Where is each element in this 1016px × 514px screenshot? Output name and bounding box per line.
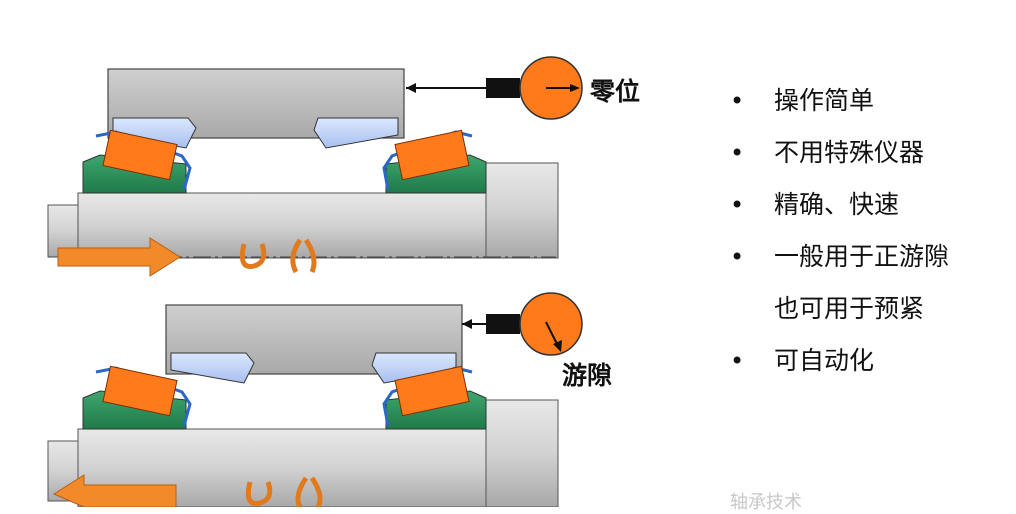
gauge-stem	[486, 78, 520, 98]
list-item: • 精确、快速	[730, 188, 1010, 240]
list-item: • 可自动化	[730, 344, 1010, 396]
gauge-arm-tip-b	[462, 319, 472, 329]
outer-ring-left-b	[170, 352, 255, 384]
list-item: • 一般用于正游隙	[730, 240, 1010, 292]
bullet-dot: •	[730, 87, 745, 115]
shaft-right-b	[485, 399, 559, 507]
bullet-dot: •	[730, 347, 745, 375]
rotate-arrows-b	[245, 476, 323, 507]
label-clearance: 游隙	[562, 361, 613, 390]
roller-left	[102, 129, 178, 181]
bullet-dot: •	[730, 243, 745, 271]
list-item-text: 精确、快速	[774, 190, 900, 219]
bullet-dot: •	[730, 191, 745, 219]
list-item: • 不用特殊仪器	[730, 136, 1010, 188]
gauge-arm-tip	[406, 83, 416, 93]
roller-left-b	[102, 365, 178, 417]
dial-gauge-bottom	[519, 292, 583, 356]
label-zero-position: 零位	[590, 77, 641, 106]
cage-left	[95, 130, 192, 191]
list-item-text: 操作简单	[774, 86, 875, 115]
list-item: 也可用于预紧	[730, 292, 1010, 344]
list-item-text: 一般用于正游隙	[774, 242, 950, 271]
list-item: • 操作简单	[730, 84, 1010, 136]
gauge-stem-b	[486, 314, 520, 334]
feature-list: • 操作简单 • 不用特殊仪器 • 精确、快速 • 一般用于正游隙 也可用于预紧…	[730, 84, 1010, 396]
list-item-text: 也可用于预紧	[774, 294, 925, 323]
roller-right	[394, 129, 470, 181]
roller-right-b	[394, 365, 470, 417]
shaft-right	[485, 162, 559, 259]
bottom-assembly	[47, 292, 583, 507]
watermark: 轴承技术	[730, 492, 802, 513]
shaft	[77, 192, 489, 259]
dial-pointer-clearance-tip	[553, 340, 562, 352]
dial-pointer-zero-tip	[570, 84, 580, 92]
top-assembly	[47, 56, 583, 277]
dial-pointer-clearance	[545, 321, 559, 347]
list-item-text: 可自动化	[774, 346, 875, 375]
list-item-text: 不用特殊仪器	[774, 138, 925, 167]
axial-arrow-right	[57, 237, 181, 277]
cage-left-b	[95, 366, 192, 427]
outer-ring-right	[313, 117, 399, 149]
axial-arrow-left	[52, 474, 177, 507]
bullet-dot: •	[730, 139, 745, 167]
rotate-arrows	[239, 238, 317, 274]
